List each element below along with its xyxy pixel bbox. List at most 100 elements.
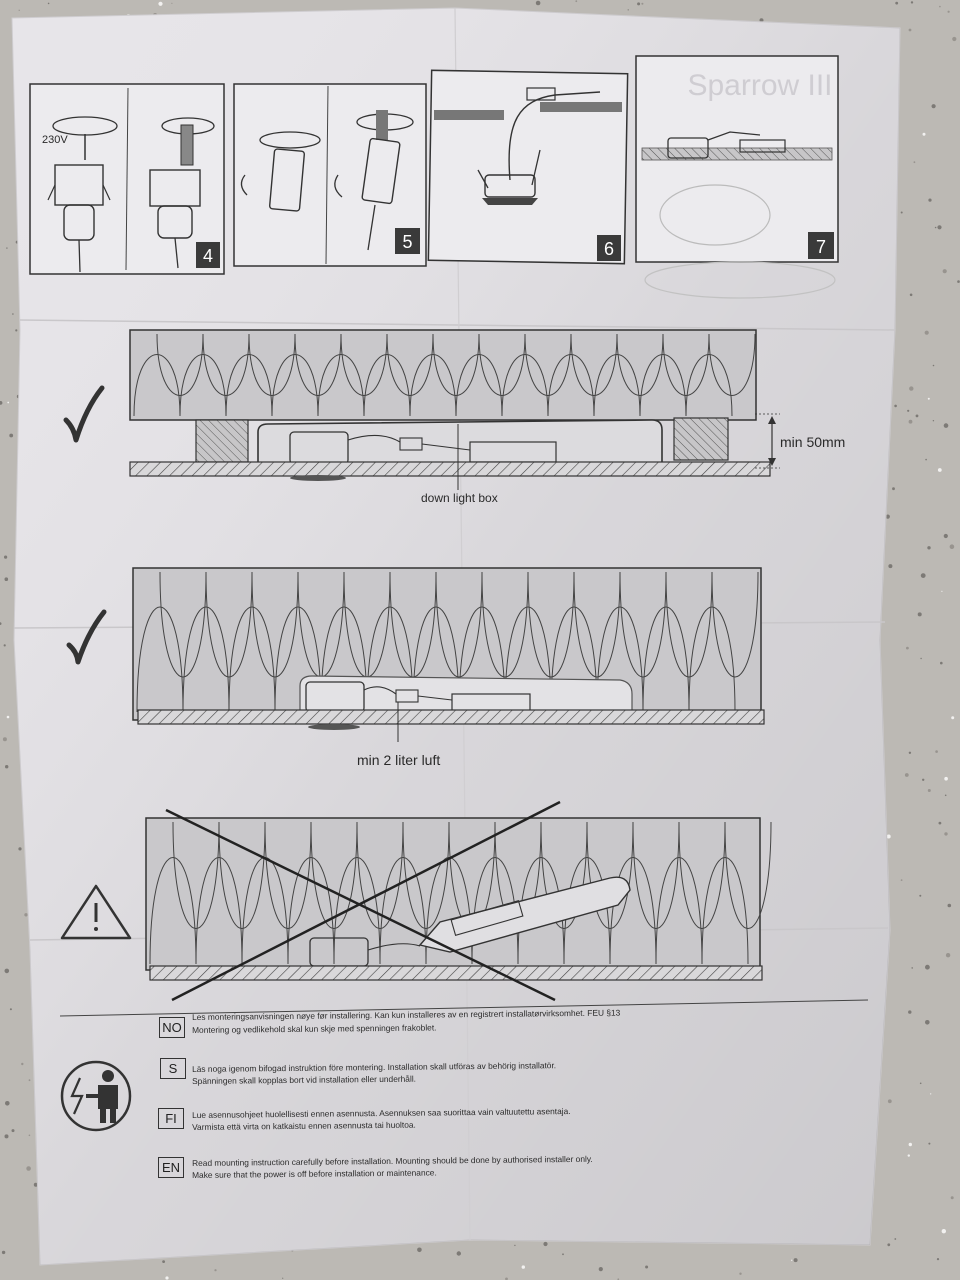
speckle (908, 1010, 912, 1014)
insulation-line (136, 571, 207, 713)
speckle (33, 1182, 38, 1187)
speckle (922, 778, 925, 781)
speckle (957, 280, 960, 283)
speckle (6, 247, 8, 249)
speckle (908, 1142, 912, 1147)
insulation-line (596, 571, 667, 713)
speckle (543, 1241, 548, 1247)
speckle (171, 2, 173, 4)
insulation-line (504, 571, 575, 713)
language-code-s: S (160, 1058, 186, 1079)
speckle (26, 1166, 31, 1171)
speckle (944, 776, 948, 781)
insulation-line (317, 333, 388, 417)
speckle (904, 773, 909, 777)
speckle (952, 36, 957, 42)
insulation-line (228, 571, 299, 713)
step-number-6: 6 (604, 239, 614, 259)
insulation-line (455, 333, 526, 417)
speckle (944, 794, 947, 797)
insulation-line (179, 333, 250, 417)
insulation-line (363, 333, 434, 417)
insulation-line (225, 333, 296, 417)
speckle (947, 10, 950, 13)
instruction-line-2: Varmista että virta on katkaistu ennen a… (192, 1119, 416, 1132)
speckle (927, 546, 931, 550)
insulation-line (149, 821, 220, 965)
warning-triangle-icon (60, 884, 132, 940)
insulation-line (701, 821, 772, 965)
step-badge-4 (196, 242, 220, 268)
insulation-line (609, 821, 680, 965)
speckle (5, 765, 9, 769)
speckle (521, 1265, 525, 1269)
speckle (535, 0, 541, 6)
language-code-fi: FI (158, 1108, 184, 1129)
insulation-line (366, 571, 437, 713)
speckle (598, 1267, 603, 1272)
dimension-label: min 50mm (780, 434, 845, 450)
speckle (917, 612, 922, 617)
speckle (909, 293, 913, 297)
speckle (887, 1099, 892, 1104)
speckle (941, 590, 943, 592)
speckle (9, 1008, 12, 1011)
step-panel-5 (233, 83, 427, 267)
speckle (937, 225, 942, 230)
speckle (911, 967, 913, 969)
speckle (932, 364, 935, 367)
speckle (927, 397, 930, 400)
speckle (885, 514, 890, 519)
speckle (894, 404, 897, 408)
checkmark-icon (63, 385, 105, 443)
speckle (928, 1142, 931, 1145)
speckle (24, 913, 28, 917)
speckle (943, 533, 948, 539)
insulation-line (182, 571, 253, 713)
speckle (793, 1258, 798, 1263)
speckle (21, 1062, 24, 1066)
step-panel-7 (635, 55, 839, 299)
speckle (47, 2, 50, 5)
insulation-line (685, 333, 756, 417)
insulation-line (133, 333, 204, 417)
insulation-line (287, 821, 358, 965)
speckle (282, 1277, 284, 1279)
fold-line (19, 319, 896, 331)
speckle (892, 487, 895, 491)
speckle (907, 409, 910, 412)
speckle (925, 964, 930, 970)
speckle (4, 577, 9, 581)
speckle (913, 161, 916, 164)
speckle (939, 5, 941, 8)
speckle (932, 420, 935, 422)
speckle (514, 1244, 516, 1247)
speckle (2, 737, 7, 742)
speckle (888, 564, 893, 569)
speckle (938, 821, 942, 825)
speckle (158, 1, 163, 6)
speckle (886, 834, 891, 839)
speckle (0, 401, 3, 405)
insulation-line (547, 333, 618, 417)
speckle (456, 1251, 461, 1256)
speckle (920, 657, 922, 660)
speckle (162, 1260, 166, 1263)
insulation-line (412, 571, 483, 713)
insulation-line (195, 821, 266, 965)
speckle (930, 1093, 932, 1095)
speckle (0, 622, 2, 625)
speckle (900, 211, 903, 214)
speckle (28, 1079, 31, 1082)
speckle (4, 555, 8, 559)
speckle (627, 9, 629, 11)
diagram-ok-with-box (129, 329, 780, 490)
speckle (949, 544, 955, 549)
insulation-line (501, 333, 572, 417)
speckle (908, 419, 913, 424)
speckle (6, 715, 10, 719)
speckle (942, 269, 947, 274)
speckle (645, 1265, 649, 1269)
speckle (11, 1129, 15, 1133)
